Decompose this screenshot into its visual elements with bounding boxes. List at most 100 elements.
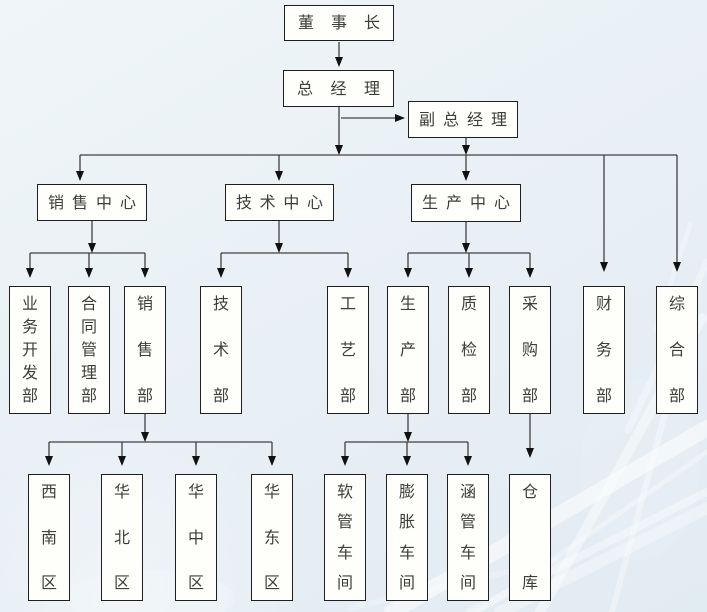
label-char: 检 xyxy=(460,340,477,359)
label-char: 理 xyxy=(363,78,380,98)
node-southwest-region: 西南区 xyxy=(28,474,70,601)
label-char: 管 xyxy=(459,512,476,532)
label-char: 技 xyxy=(236,192,253,212)
label-char: 部 xyxy=(339,386,356,405)
label-char: 心 xyxy=(119,192,136,212)
label-char: 间 xyxy=(336,572,353,592)
label-char: 购 xyxy=(521,340,538,359)
label-char: 理 xyxy=(80,363,97,382)
label-char: 车 xyxy=(336,542,353,562)
node-sales-center: 销售中心 xyxy=(37,184,147,221)
node-expansion-workshop: 膨胀车间 xyxy=(386,474,428,601)
label-char: 软 xyxy=(336,482,353,501)
node-process-dept: 工艺部 xyxy=(327,286,369,414)
label-char: 部 xyxy=(136,386,153,405)
label-char: 副 xyxy=(419,109,436,129)
label-char: 区 xyxy=(263,573,280,592)
label-char: 务 xyxy=(595,340,612,359)
label-char: 合 xyxy=(80,294,97,313)
label-char: 部 xyxy=(521,386,538,405)
label-char: 涵 xyxy=(459,482,476,501)
label-char: 生 xyxy=(422,193,439,212)
label-char: 部 xyxy=(460,386,477,405)
label-char: 部 xyxy=(21,386,38,405)
label-char: 中 xyxy=(469,193,486,212)
label-char: 术 xyxy=(212,340,229,359)
label-char: 中 xyxy=(95,192,112,212)
label-char: 车 xyxy=(398,542,415,562)
node-chairman: 董事长 xyxy=(284,5,394,41)
label-char: 售 xyxy=(136,340,153,359)
label-char: 合 xyxy=(668,340,685,359)
label-char: 部 xyxy=(80,386,97,405)
label-char: 艺 xyxy=(339,340,356,359)
label-char: 发 xyxy=(21,363,38,382)
node-production-dept: 生产部 xyxy=(387,286,429,414)
label-char: 经 xyxy=(466,109,483,129)
label-char: 车 xyxy=(459,542,476,562)
node-north-china-region: 华北区 xyxy=(101,474,143,601)
node-general-manager: 总经理 xyxy=(283,70,394,107)
label-char: 部 xyxy=(212,386,229,405)
label-char: 区 xyxy=(113,573,130,592)
node-technology-center: 技术中心 xyxy=(225,184,334,221)
label-char: 财 xyxy=(595,294,612,313)
label-char: 总 xyxy=(297,78,314,98)
label-char: 东 xyxy=(263,527,280,547)
label-char: 技 xyxy=(212,294,229,313)
label-char: 区 xyxy=(40,573,57,592)
node-finance-dept: 财务部 xyxy=(583,286,625,414)
node-quality-inspection-dept: 质检部 xyxy=(448,286,490,414)
label-char: 管 xyxy=(336,512,353,532)
label-char: 间 xyxy=(398,572,415,592)
label-char: 采 xyxy=(521,294,538,313)
label-char: 务 xyxy=(21,317,38,336)
label-char: 董 xyxy=(298,13,315,32)
label-char: 业 xyxy=(21,294,38,313)
label-char: 部 xyxy=(668,386,685,405)
label-char: 经 xyxy=(330,78,347,98)
label-char: 中 xyxy=(187,527,204,547)
node-central-china-region: 华中区 xyxy=(175,474,217,601)
label-char: 南 xyxy=(40,527,57,547)
label-char: 生 xyxy=(399,294,416,313)
label-char: 长 xyxy=(363,13,380,32)
node-contract-management-dept: 合同管理部 xyxy=(68,286,110,414)
label-char: 华 xyxy=(263,482,280,501)
node-general-affairs-dept: 综合部 xyxy=(656,286,698,414)
label-char: 心 xyxy=(493,193,510,212)
label-char: 部 xyxy=(595,386,612,405)
label-char: 事 xyxy=(330,13,347,32)
label-char: 西 xyxy=(40,482,57,501)
node-east-china-region: 华东区 xyxy=(251,474,293,601)
label-char: 产 xyxy=(445,193,462,212)
label-char: 理 xyxy=(490,109,507,129)
label-char: 膨 xyxy=(398,482,415,501)
label-char: 中 xyxy=(283,192,300,212)
node-technology-dept: 技术部 xyxy=(200,286,242,414)
node-business-development-dept: 业务开发部 xyxy=(9,286,51,414)
node-hose-workshop: 软管车间 xyxy=(324,474,366,601)
label-char: 间 xyxy=(459,572,476,592)
label-char: 同 xyxy=(80,317,97,336)
node-deputy-general-manager: 副总经理 xyxy=(408,101,518,138)
label-char: 华 xyxy=(113,482,130,501)
node-culvert-pipe-workshop: 涵管车间 xyxy=(447,474,489,601)
node-sales-dept: 销售部 xyxy=(124,286,166,414)
label-char: 开 xyxy=(21,340,38,359)
label-char: 胀 xyxy=(398,512,415,532)
node-purchasing-dept: 采购部 xyxy=(509,286,551,414)
label-char: 销 xyxy=(136,294,153,313)
label-char: 综 xyxy=(668,294,685,313)
label-char: 库 xyxy=(521,573,538,592)
label-char: 仓 xyxy=(521,482,538,501)
label-char: 华 xyxy=(187,482,204,501)
node-warehouse: 仓库 xyxy=(509,474,551,601)
label-char: 售 xyxy=(71,192,88,212)
label-char: 术 xyxy=(259,192,276,212)
label-char: 心 xyxy=(306,192,323,212)
label-char: 区 xyxy=(187,573,204,592)
label-char: 管 xyxy=(80,340,97,359)
label-char: 产 xyxy=(399,340,416,359)
